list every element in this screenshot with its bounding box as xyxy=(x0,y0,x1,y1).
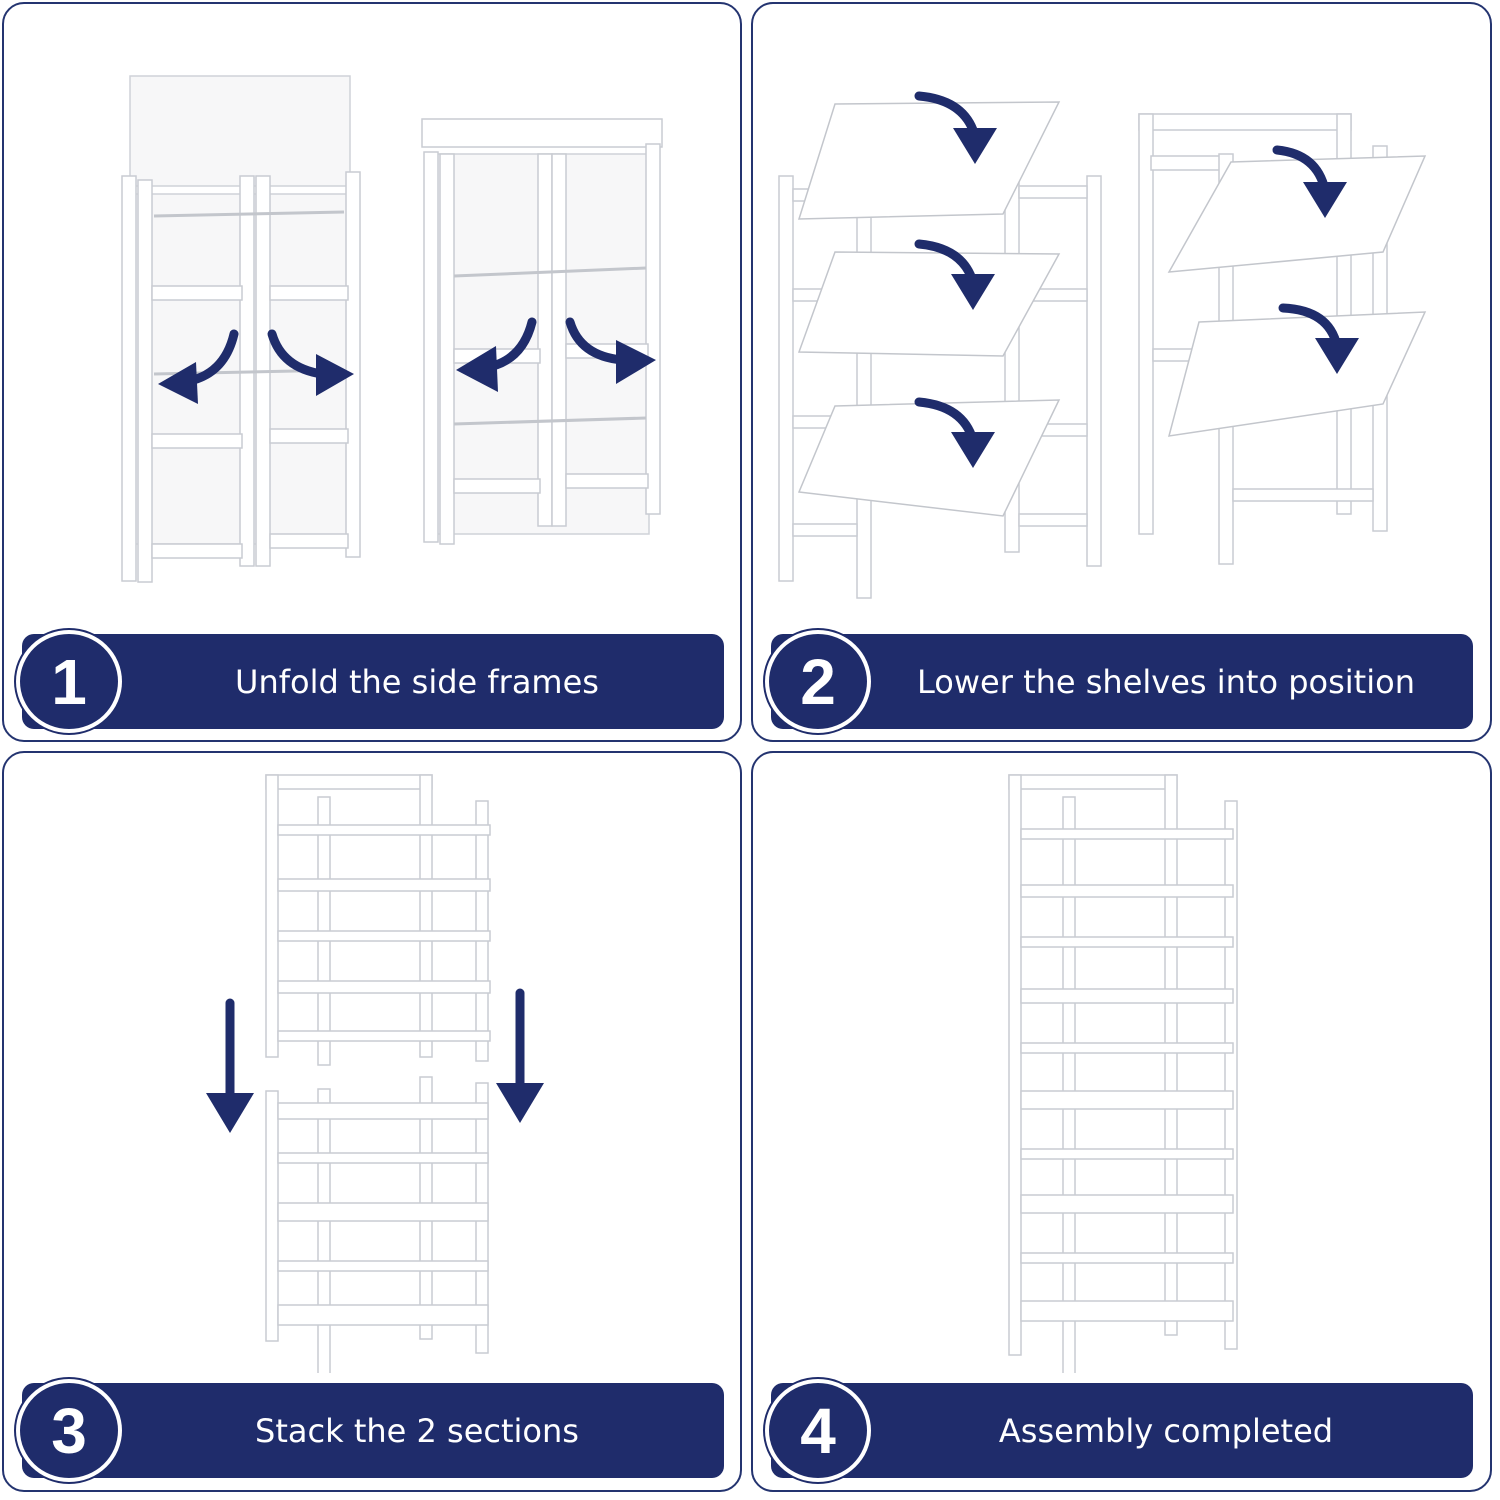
step-4-caption: Assembly completed xyxy=(998,1411,1334,1450)
step-2-caption: Lower the shelves into position xyxy=(917,662,1415,701)
lower-shelves-illustration xyxy=(778,91,1427,599)
step-4-banner xyxy=(771,1383,1473,1478)
step-2-number: 2 xyxy=(800,645,836,718)
step-1-banner xyxy=(22,634,724,729)
step-1-number: 1 xyxy=(51,645,87,718)
step-4-number: 4 xyxy=(800,1394,836,1467)
step-1-caption: Unfold the side frames xyxy=(235,662,599,701)
step-3-caption: Stack the 2 sections xyxy=(255,1411,579,1450)
stack-sections-illustration xyxy=(206,774,544,1373)
step-4-panel: 4 Assembly completed xyxy=(751,751,1492,1492)
step-3-number: 3 xyxy=(51,1394,87,1467)
folded-frames-illustration xyxy=(121,75,663,583)
step-3-banner xyxy=(22,1383,724,1478)
step-3-panel: 3 Stack the 2 sections xyxy=(2,751,742,1492)
step-4-badge: 4 xyxy=(769,1383,867,1478)
step-1-panel: 1 Unfold the side frames xyxy=(2,2,742,742)
completed-shelf-illustration xyxy=(1008,774,1238,1373)
step-3-badge: 3 xyxy=(20,1383,118,1478)
step-2-banner xyxy=(771,634,1473,729)
step-2-badge: 2 xyxy=(769,634,867,729)
step-1-badge: 1 xyxy=(20,634,118,729)
step-2-panel: 2 Lower the shelves into position xyxy=(751,2,1492,742)
